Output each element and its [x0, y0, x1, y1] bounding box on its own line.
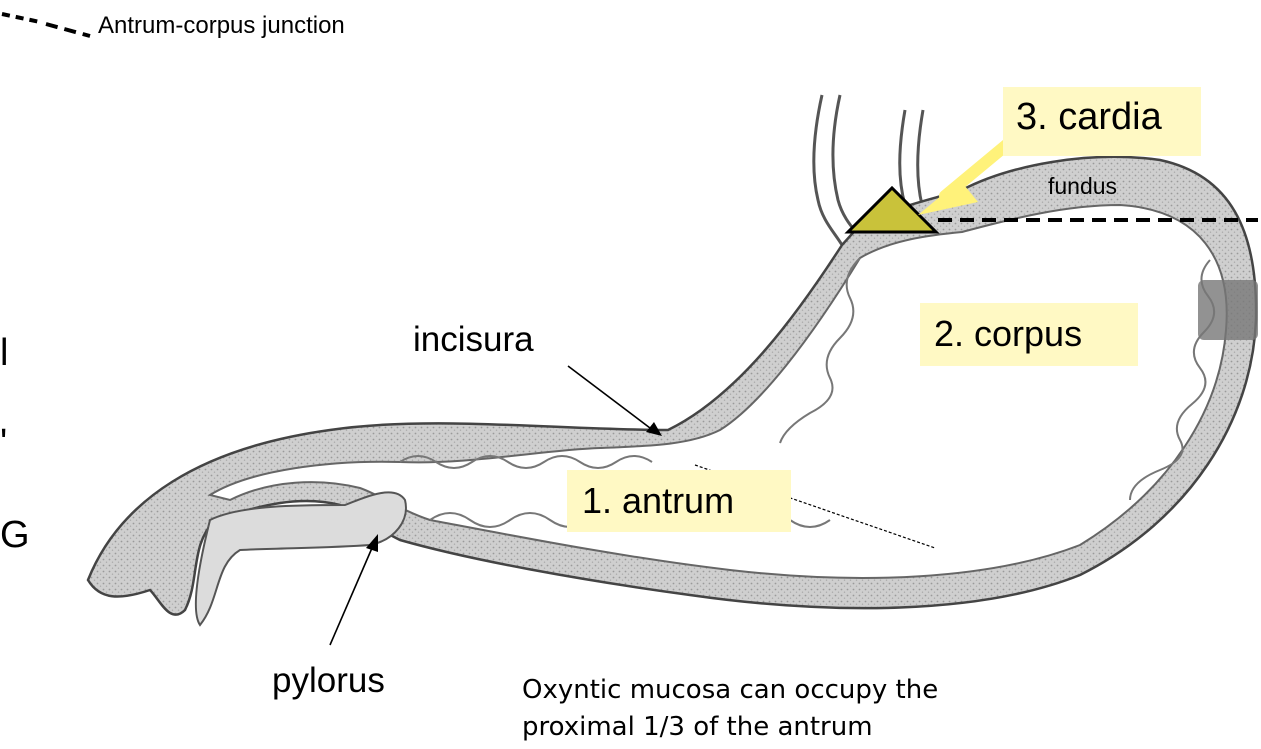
incisura-pointer [568, 366, 662, 436]
label-antrum: 1. antrum [582, 483, 734, 519]
label-corpus: 2. corpus [934, 316, 1082, 352]
edge-fragment-2: ' [0, 424, 7, 462]
label-fundus: fundus [1048, 175, 1117, 198]
edge-fragment-1: l [0, 334, 8, 372]
legend-dash-icon [2, 14, 90, 36]
edge-fragment-3: G [0, 516, 30, 554]
pylorus-pointer [330, 534, 378, 645]
label-cardia: 3. cardia [1016, 98, 1162, 136]
legend-label: Antrum-corpus junction [98, 14, 345, 38]
annotation-note: Oxyntic mucosa can occupy the proximal 1… [522, 672, 1042, 746]
mucosa-patch [1198, 280, 1258, 340]
label-incisura: incisura [413, 322, 534, 357]
label-pylorus: pylorus [272, 663, 385, 698]
